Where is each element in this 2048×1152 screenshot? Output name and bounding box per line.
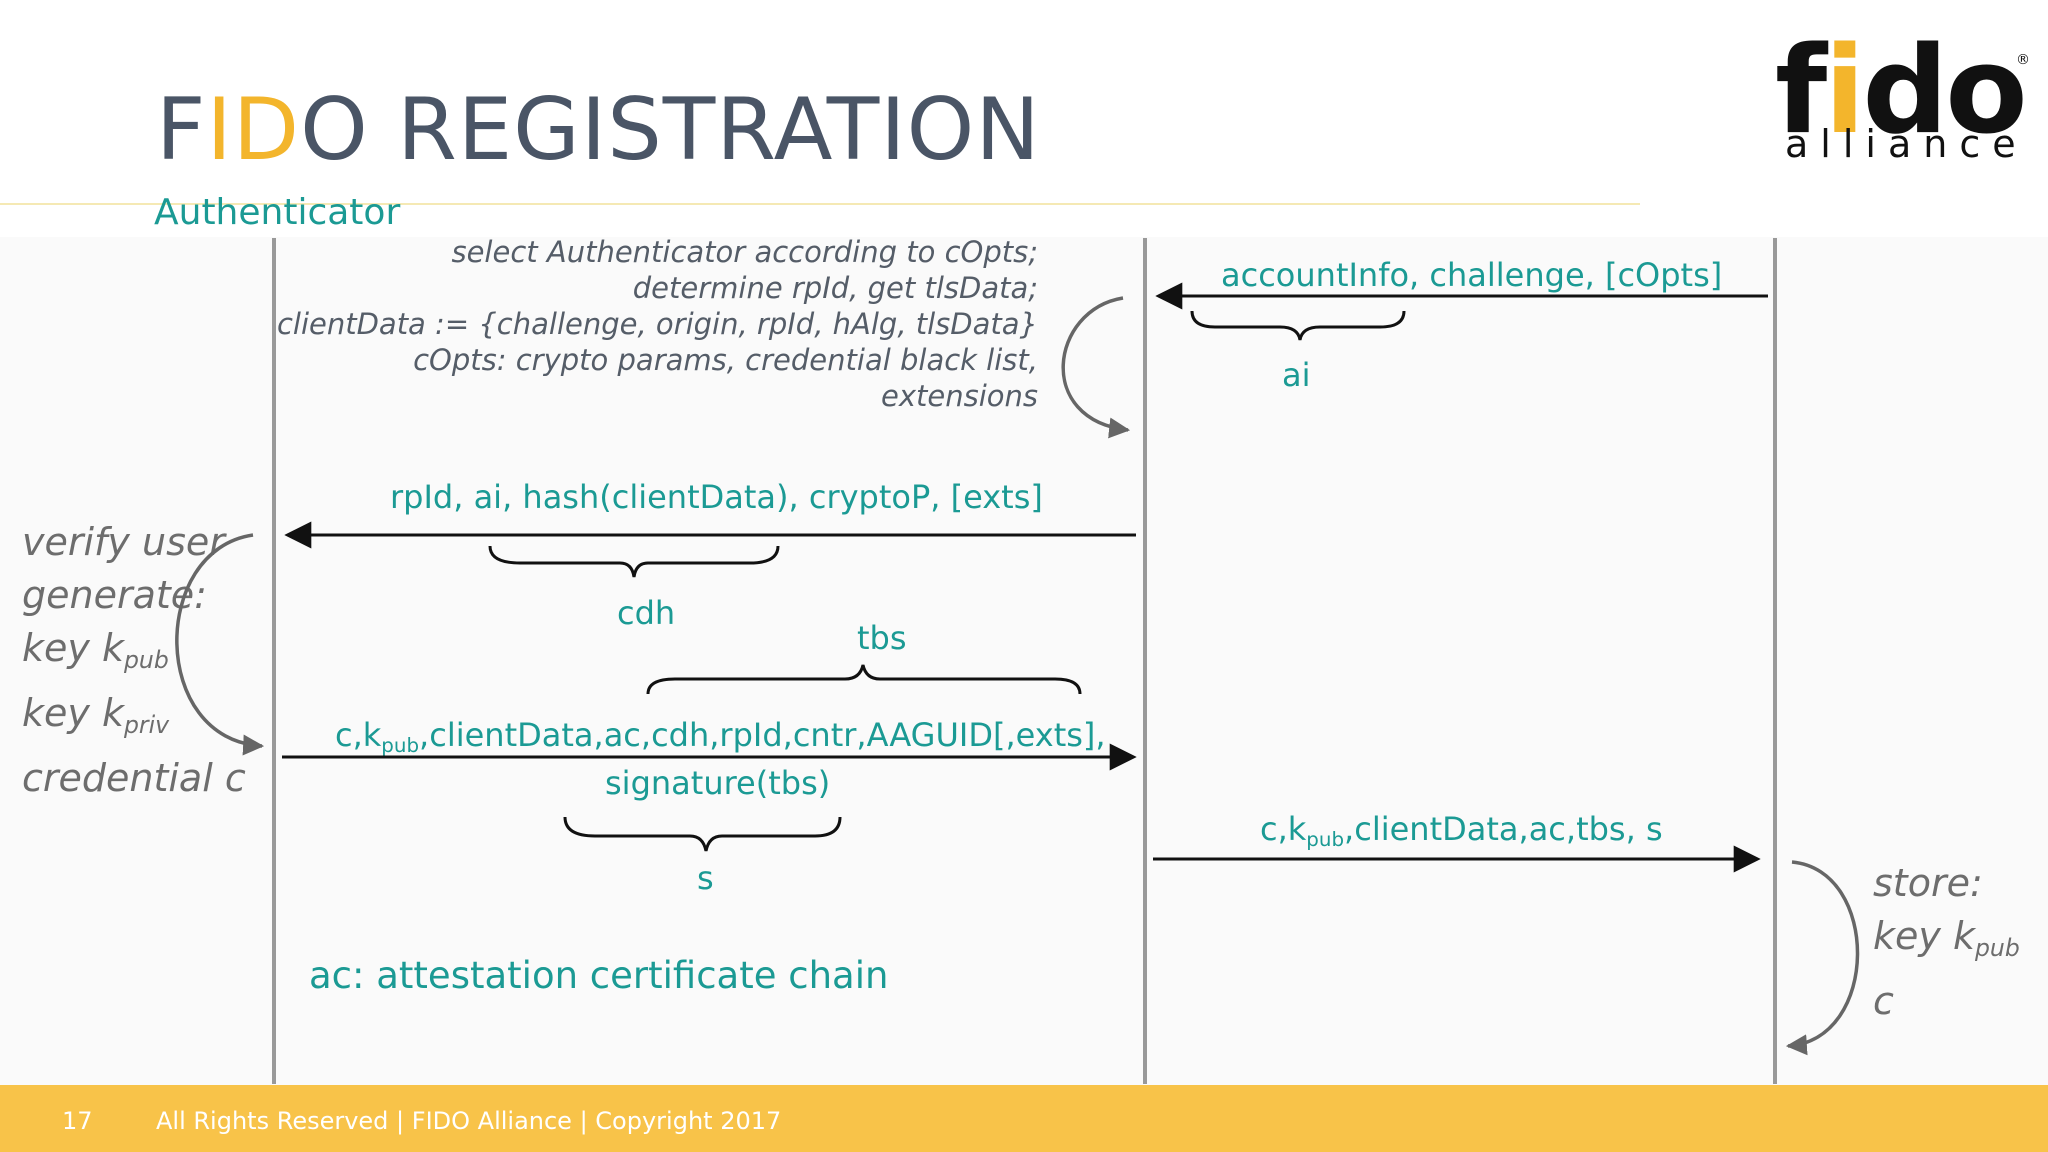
brace-label-cdh: cdh <box>617 594 676 632</box>
logo-alliance-text: alliance <box>1785 122 2028 166</box>
client-processing-loop <box>1061 296 1131 439</box>
diagram-background <box>0 237 2048 1085</box>
message-3-label: c,kpub,clientData,ac,cdh,rpId,cntr,AAGUI… <box>335 716 1106 757</box>
note-line: determine rpId, get tlsData; <box>632 271 1038 305</box>
brace-label-ai: ai <box>1282 356 1311 394</box>
authenticator-processing-loop <box>175 533 265 756</box>
brace-tbs <box>646 664 1082 695</box>
message-3-label-line2: signature(tbs) <box>605 764 831 802</box>
lifeline-relying-party <box>1773 238 1777 1084</box>
note-line: cOpts: crypto params, credential black l… <box>413 343 1038 377</box>
page-number: 17 <box>62 1107 93 1135</box>
relying-party-processing-loop <box>1785 860 1860 1056</box>
note-line: select Authenticator according to cOpts; <box>451 235 1038 269</box>
lifeline-authenticator <box>272 238 276 1084</box>
legend-note: ac: attestation certificate chain <box>309 954 889 997</box>
relying-party-note: store: key kpub c <box>1873 861 2020 1024</box>
brace-label-tbs: tbs <box>857 619 907 657</box>
brace-cdh <box>488 545 780 578</box>
slide-title: FIDO REGISTRATION <box>156 80 1041 180</box>
lifeline-client <box>1143 238 1147 1084</box>
message-2-label: rpId, ai, hash(clientData), cryptoP, [ex… <box>390 478 1043 516</box>
title-divider <box>0 203 1640 205</box>
authenticator-note: verify user generate: key kpub key kpriv… <box>22 520 246 801</box>
brace-s <box>563 816 842 852</box>
footer-copyright: All Rights Reserved | FIDO Alliance | Co… <box>156 1107 782 1135</box>
message-4-label: c,kpub,clientData,ac,tbs, s <box>1260 810 1663 851</box>
footer-bar <box>0 1085 2048 1152</box>
note-line: extensions <box>881 379 1038 413</box>
brace-ai <box>1190 310 1406 341</box>
registered-mark: ® <box>2016 52 2030 68</box>
client-note: select Authenticator according to cOpts;… <box>277 234 1038 414</box>
message-1-label: accountInfo, challenge, [cOpts] <box>1221 256 1723 294</box>
brace-label-s: s <box>697 859 714 897</box>
fido-logo: fido <box>1775 22 2028 161</box>
participant-label-authenticator: Authenticator <box>154 192 401 233</box>
note-line: clientData := {challenge, origin, rpId, … <box>276 307 1038 341</box>
